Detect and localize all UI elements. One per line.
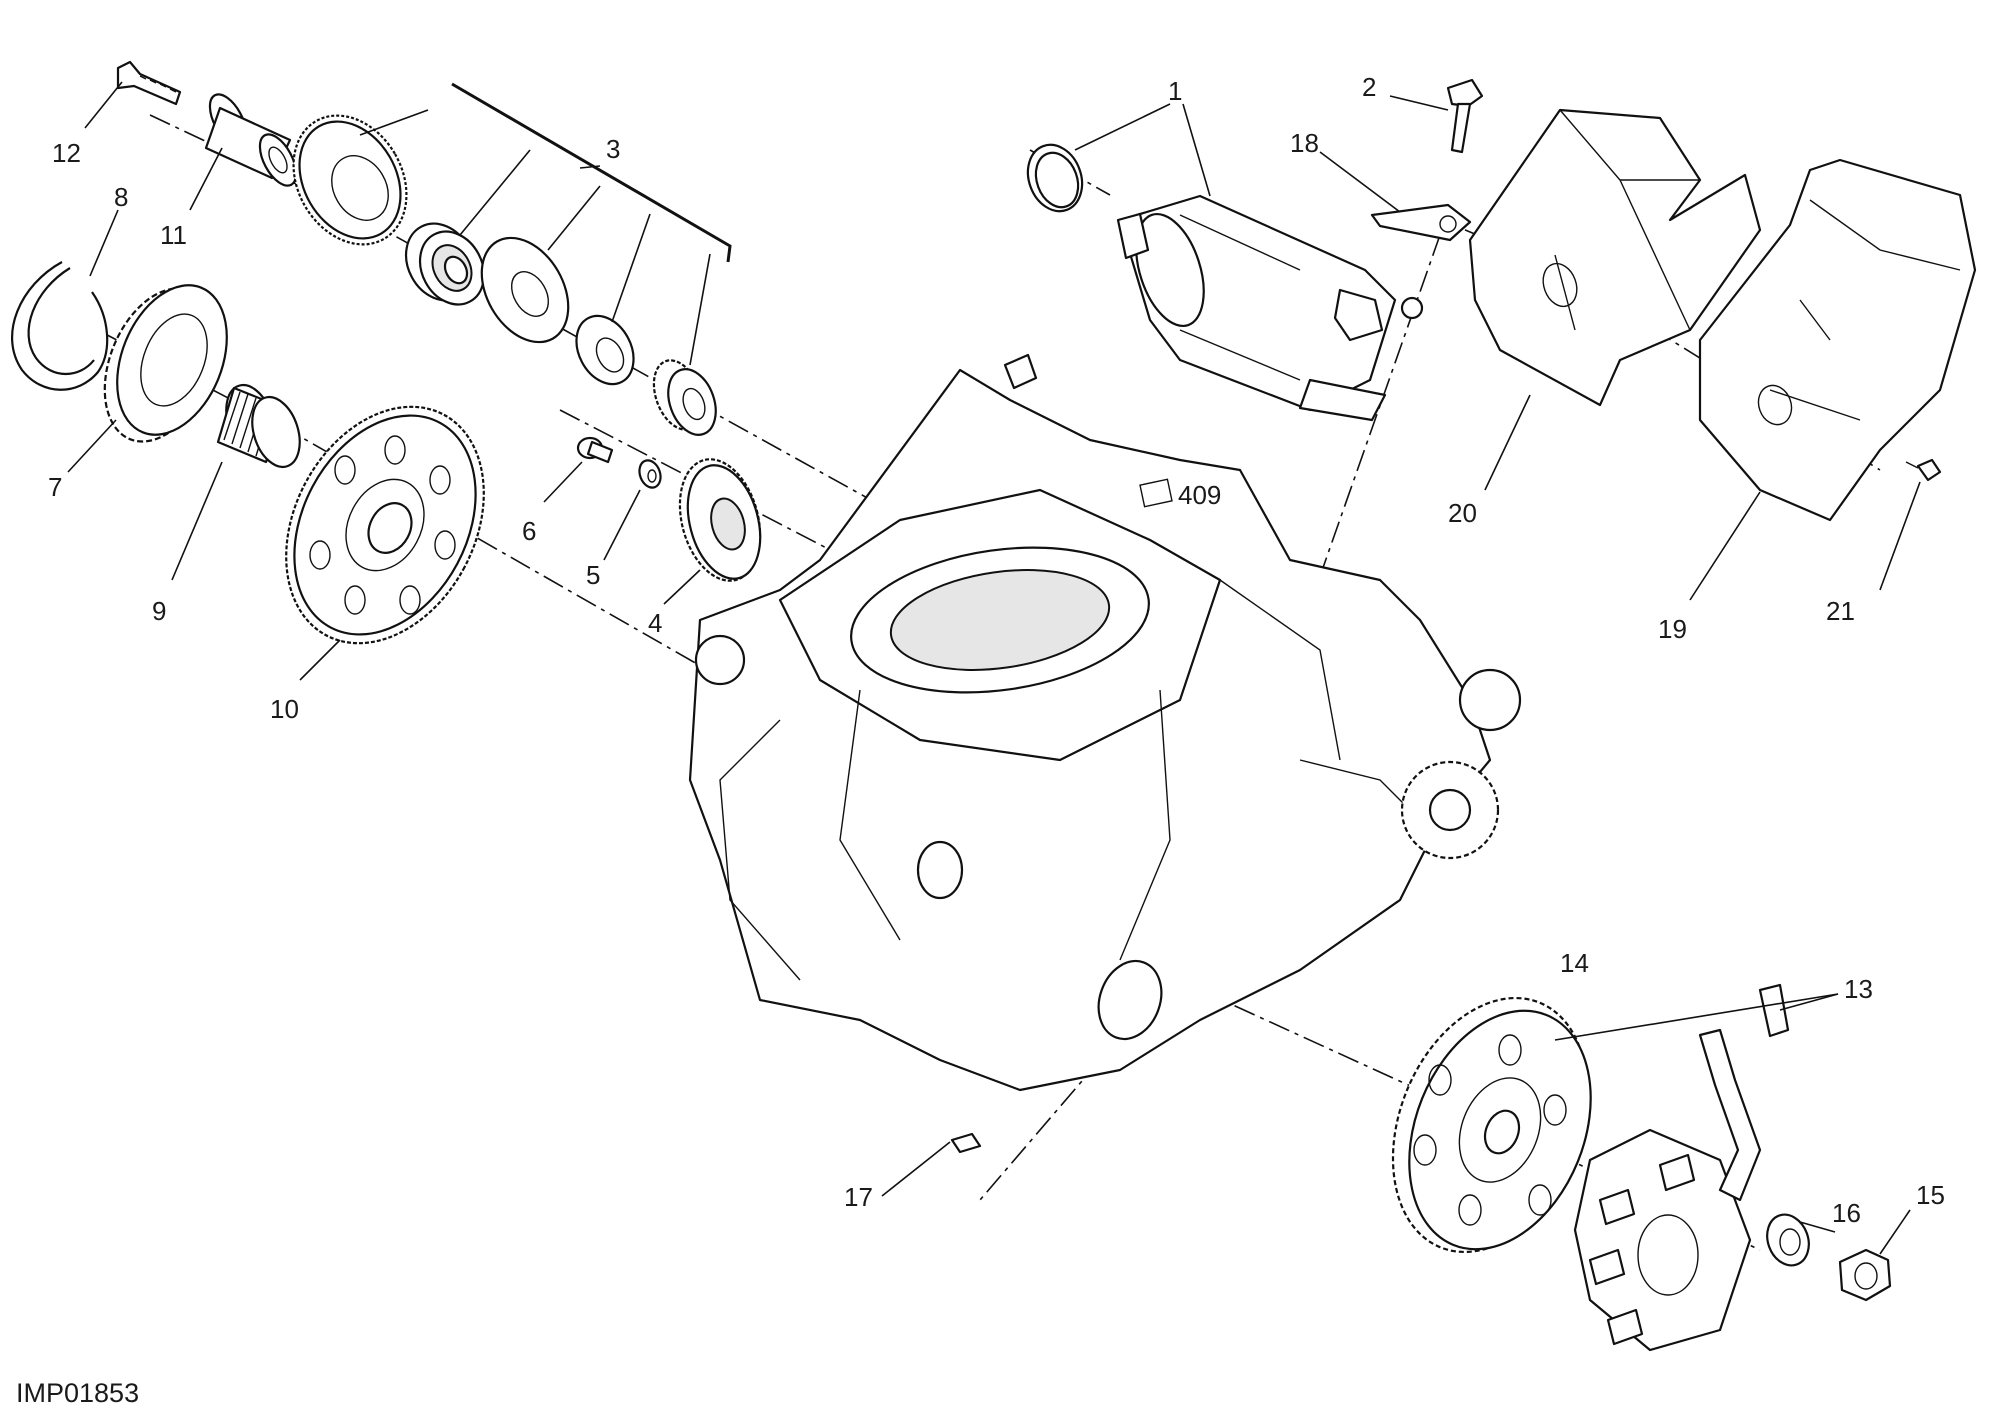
callout-3: 3 xyxy=(606,134,620,164)
callout-15: 15 xyxy=(1916,1180,1945,1210)
part-14-flywheel-rotor xyxy=(1391,996,1592,1254)
callout-1: 1 xyxy=(1168,76,1182,106)
callout-8: 8 xyxy=(114,182,128,212)
part-5-washer xyxy=(638,459,662,489)
part-2-bolt xyxy=(1446,78,1484,154)
callout-14: 14 xyxy=(1560,948,1589,978)
callout-6: 6 xyxy=(522,516,536,546)
callout-20: 20 xyxy=(1448,498,1477,528)
callout-16: 16 xyxy=(1832,1198,1861,1228)
part-6-screw xyxy=(576,436,614,464)
part-21-screw xyxy=(1905,458,1942,482)
part-3-bearing xyxy=(404,222,486,306)
engine-case-marking: 409 xyxy=(1178,480,1221,510)
part-10-starter-idle-gear xyxy=(285,405,485,645)
part-17-key xyxy=(950,1132,982,1154)
part-3-large-washer xyxy=(480,236,570,344)
drawing-code: IMP01853 xyxy=(16,1378,139,1408)
part-8-circlip xyxy=(11,261,109,391)
part-11-spacer-sleeve xyxy=(204,93,298,187)
callout-13: 13 xyxy=(1844,974,1873,1004)
part-12-bolt xyxy=(116,60,182,106)
part-7-freewheel xyxy=(103,284,228,443)
part-3-large-gear xyxy=(292,114,408,246)
part-16-washer xyxy=(1766,1213,1810,1267)
callout-12: 12 xyxy=(52,138,81,168)
callout-19: 19 xyxy=(1658,614,1687,644)
callout-17: 17 xyxy=(844,1182,873,1212)
callout-18: 18 xyxy=(1290,128,1319,158)
part-1-starter-motor xyxy=(1116,194,1424,422)
group-3-bracket xyxy=(451,82,732,263)
leader-lines xyxy=(67,81,1921,1255)
part-20-inner-cover xyxy=(1468,108,1762,407)
part-3-small-washer xyxy=(575,314,635,386)
callout-21: 21 xyxy=(1826,596,1855,626)
callout-labels: 1 2 3 4 5 6 7 8 9 10 11 12 13 14 15 16 1… xyxy=(48,72,1945,1228)
callout-4: 4 xyxy=(648,608,662,638)
part-13-stator xyxy=(1573,983,1790,1352)
part-18-bracket xyxy=(1370,203,1472,242)
part-9-needle-bearing xyxy=(216,383,301,469)
part-1-o-ring xyxy=(1026,143,1084,213)
callout-2: 2 xyxy=(1362,72,1376,102)
part-4-gear xyxy=(678,458,762,582)
engine-block: 409 xyxy=(688,353,1522,1092)
callout-10: 10 xyxy=(270,694,299,724)
callout-9: 9 xyxy=(152,596,166,626)
part-19-outer-cover xyxy=(1698,158,1977,522)
callout-11: 11 xyxy=(160,220,187,250)
callout-5: 5 xyxy=(586,560,600,590)
part-3-pinion-gear xyxy=(652,359,717,436)
callout-7: 7 xyxy=(48,472,62,502)
part-15-nut xyxy=(1838,1248,1892,1302)
